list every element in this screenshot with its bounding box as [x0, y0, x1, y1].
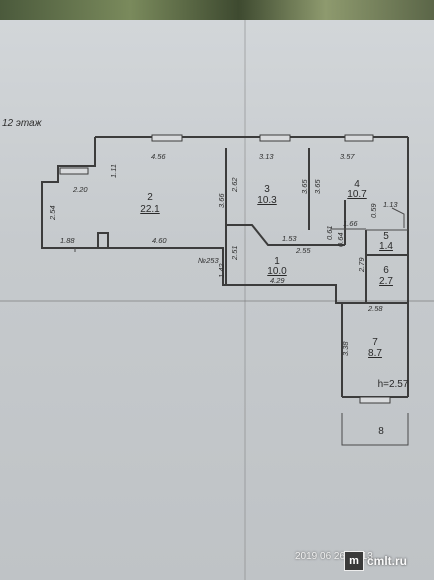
room-5-number: 5 — [383, 231, 389, 242]
room-5-area: 1.4 — [379, 241, 393, 252]
interior-walls — [74, 148, 409, 446]
watermark-logo: m cmlt.ru — [344, 548, 432, 574]
dim-label: 2.62 — [230, 177, 239, 193]
dim-label: 2.51 — [230, 245, 239, 261]
dim-label: 2.54 — [48, 205, 57, 221]
dim-label: 3.65 — [313, 179, 322, 194]
paper-fold-vertical — [244, 20, 246, 580]
photo-timestamp: 2019 06 26 21:13 — [295, 551, 373, 562]
ceiling-height: h=2.57 — [378, 379, 409, 390]
paper-fold-horizontal — [0, 300, 434, 302]
room-1-number: 1 — [274, 256, 280, 267]
dim-label: 0.61 — [325, 225, 334, 240]
dim-label: 3.66 — [217, 193, 226, 208]
windows — [59, 134, 391, 404]
dim-label: 2.58 — [367, 304, 383, 313]
dim-label: 3.38 — [341, 341, 350, 356]
dim-label: 0.64 — [336, 232, 345, 247]
dim-label: 1.13 — [383, 200, 398, 209]
room-2-area: 22.1 — [140, 204, 160, 215]
room-3-number: 3 — [264, 184, 270, 195]
room-7-area: 8.7 — [368, 348, 382, 359]
dim-label: 2.55 — [295, 246, 311, 255]
paper-sheet — [0, 20, 434, 580]
dim-label: 2.79 — [357, 257, 366, 273]
room-2-number: 2 — [147, 192, 153, 203]
dim-label: 4.29 — [270, 276, 285, 285]
room-6-number: 6 — [383, 265, 389, 276]
dim-label: 1.42 — [217, 263, 226, 278]
room-8-number: 8 — [378, 426, 384, 437]
room-1-area: 10.0 — [267, 266, 287, 277]
dim-label: 3.13 — [259, 152, 274, 161]
dim-label: 0.59 — [369, 203, 378, 218]
dim-label: 1.88 — [60, 236, 75, 245]
room-4-number: 4 — [354, 179, 360, 190]
floor-label: 12 этаж — [2, 118, 42, 129]
room-7-number: 7 — [372, 337, 378, 348]
marker-label: №253 — [198, 256, 219, 265]
dim-label: 2.20 — [72, 185, 88, 194]
watermark-text: cmlt.ru — [367, 554, 408, 568]
dim-label: 4.60 — [152, 236, 167, 245]
dim-label: 3.57 — [340, 152, 355, 161]
dim-label: 3.65 — [300, 179, 309, 194]
room-4-area: 10.7 — [347, 189, 367, 200]
room-3-area: 10.3 — [257, 195, 277, 206]
dim-label: 4.56 — [151, 152, 166, 161]
dim-label: 1.11 — [109, 164, 118, 178]
dim-label: 1.53 — [282, 234, 297, 243]
room-6-area: 2.7 — [379, 276, 393, 287]
dim-label: 1.66 — [343, 219, 358, 228]
watermark-badge: m — [344, 551, 364, 571]
